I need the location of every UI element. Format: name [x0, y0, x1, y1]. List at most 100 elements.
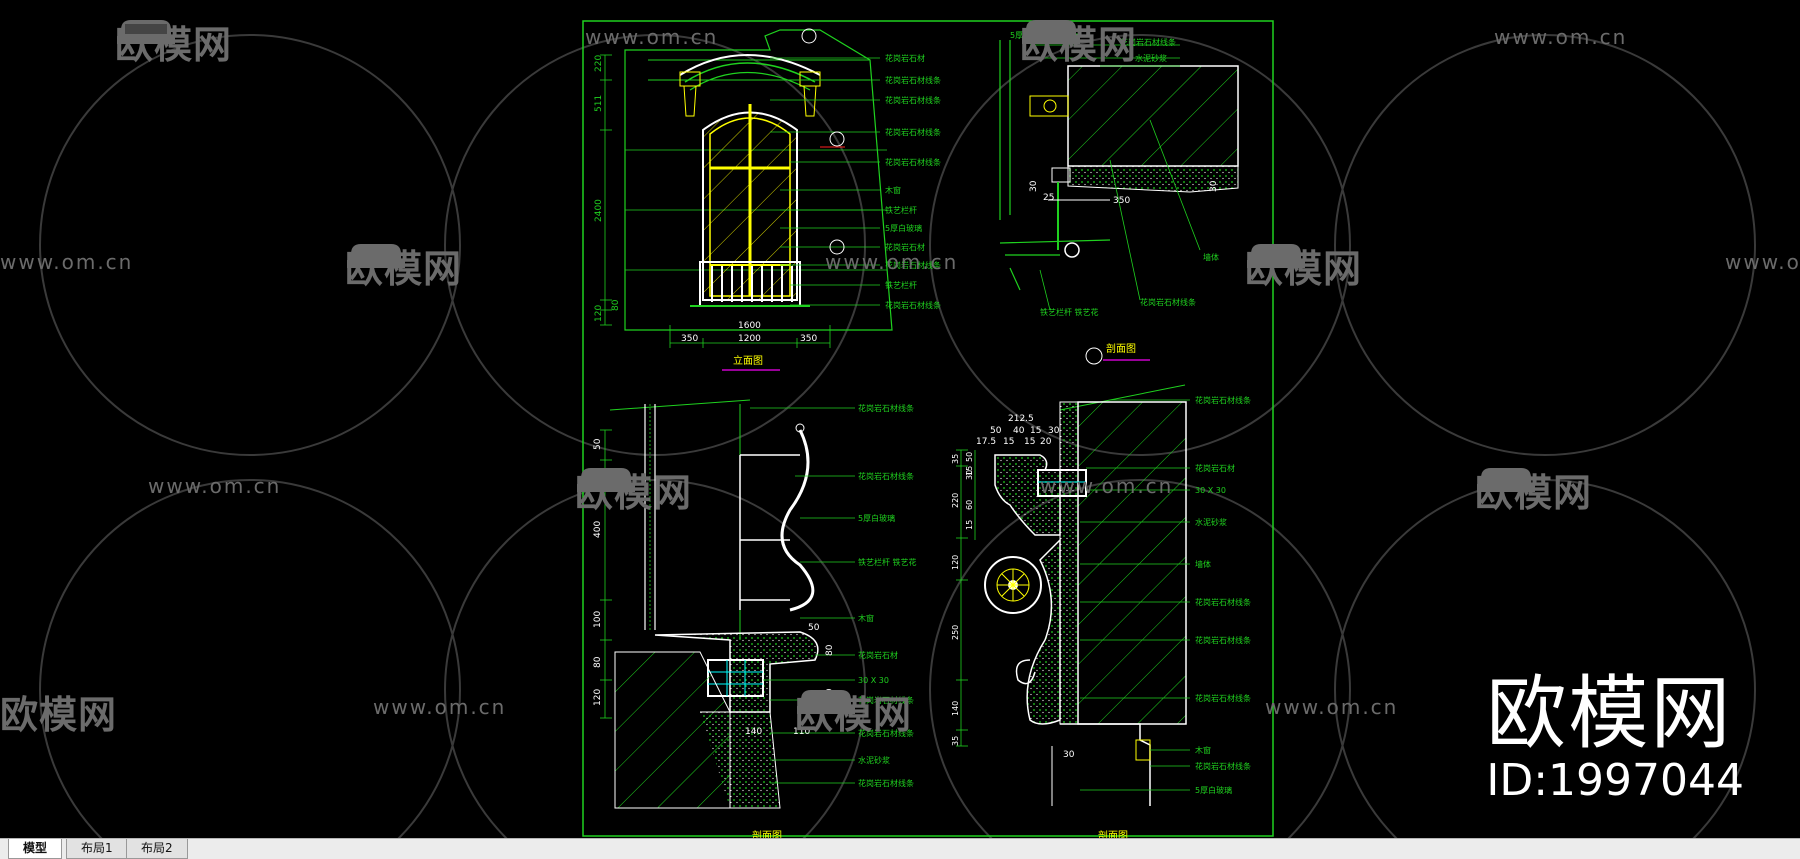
- svg-text:花岗岩石材: 花岗岩石材: [858, 650, 898, 660]
- svg-text:350: 350: [1113, 196, 1130, 206]
- section-c-title: 剖面图: [1098, 829, 1128, 838]
- svg-text:40: 40: [1013, 426, 1025, 436]
- svg-text:花岗岩石材线条: 花岗岩石材线条: [858, 403, 914, 413]
- svg-text:花岗岩石材: 花岗岩石材: [885, 242, 925, 252]
- svg-text:花岗岩石材线条: 花岗岩石材线条: [885, 127, 941, 137]
- svg-text:120: 120: [951, 555, 960, 570]
- svg-text:木窗: 木窗: [885, 185, 901, 195]
- svg-text:花岗岩石材线条: 花岗岩石材线条: [885, 300, 941, 310]
- svg-text:30: 30: [1029, 180, 1039, 192]
- drawing-frame: [582, 20, 1274, 837]
- tab-model[interactable]: 模型: [8, 839, 63, 859]
- svg-text:20: 20: [825, 688, 835, 700]
- svg-text:铁艺栏杆 铁艺花: 铁艺栏杆 铁艺花: [1040, 307, 1099, 317]
- svg-text:花岗岩石材线条: 花岗岩石材线条: [1195, 395, 1251, 405]
- svg-text:花岗岩石材线条: 花岗岩石材线条: [858, 471, 914, 481]
- svg-text:花岗岩石材线条: 花岗岩石材线条: [858, 778, 914, 788]
- svg-text:250: 250: [951, 625, 960, 640]
- svg-text:35: 35: [951, 736, 960, 746]
- svg-text:25: 25: [1043, 193, 1054, 203]
- svg-text:100: 100: [593, 611, 603, 628]
- svg-text:铁艺栏杆: 铁艺栏杆: [885, 280, 917, 290]
- svg-text:50: 50: [593, 438, 603, 450]
- section-marker-icon: [801, 28, 845, 255]
- svg-text:350: 350: [681, 334, 698, 344]
- svg-text:50: 50: [965, 452, 974, 462]
- svg-text:花岗岩石材线条: 花岗岩石材线条: [1195, 635, 1251, 645]
- svg-text:木窗: 木窗: [858, 613, 874, 623]
- svg-text:木窗: 木窗: [1195, 745, 1211, 755]
- svg-text:水泥砂浆: 水泥砂浆: [1195, 517, 1227, 527]
- svg-text:511: 511: [594, 95, 604, 112]
- svg-text:80: 80: [593, 656, 603, 668]
- section-top-right: 5厚白玻璃木窗 花岗岩石材线条水泥砂浆 墙体花岗岩石材线条 铁艺栏杆 铁艺花 3…: [999, 30, 1239, 365]
- tab-layout-1[interactable]: 布局1: [66, 839, 128, 859]
- svg-text:15: 15: [1030, 426, 1041, 436]
- svg-text:60: 60: [965, 500, 974, 510]
- svg-text:2400: 2400: [594, 199, 604, 222]
- svg-text:5厚白玻璃: 5厚白玻璃: [1195, 785, 1232, 795]
- cad-drawing-canvas[interactable]: 花岗岩石材花岗岩石材线条 花岗岩石材线条花岗岩石材线条 花岗岩石材线条木窗 铁艺…: [0, 0, 1800, 838]
- svg-text:17.5: 17.5: [976, 437, 996, 447]
- svg-text:花岗岩石材线条: 花岗岩石材线条: [885, 157, 941, 167]
- svg-text:212.5: 212.5: [1008, 414, 1034, 424]
- svg-text:30: 30: [1063, 750, 1075, 760]
- svg-text:花岗岩石材: 花岗岩石材: [885, 53, 925, 63]
- svg-text:木窗: 木窗: [1065, 32, 1081, 42]
- svg-text:花岗岩石材线条: 花岗岩石材线条: [1140, 297, 1196, 307]
- svg-text:15: 15: [1024, 437, 1035, 447]
- svg-text:铁艺栏杆 铁艺花: 铁艺栏杆 铁艺花: [858, 557, 917, 567]
- svg-text:1200: 1200: [738, 334, 761, 344]
- svg-text:30 X 30: 30 X 30: [1195, 486, 1226, 495]
- section-a-title: 剖面图: [1106, 342, 1136, 355]
- elevation-title: 立面图: [733, 354, 763, 367]
- svg-text:120: 120: [593, 689, 603, 706]
- svg-text:花岗岩石材线条: 花岗岩石材线条: [885, 75, 941, 85]
- tab-layout-2[interactable]: 布局2: [126, 839, 188, 859]
- svg-text:350: 350: [800, 334, 817, 344]
- model-id: ID:1997044: [1486, 755, 1744, 806]
- svg-text:花岗岩石材线条: 花岗岩石材线条: [885, 260, 941, 270]
- svg-text:35: 35: [951, 454, 960, 464]
- section-marker-icon: [1085, 347, 1103, 365]
- svg-text:花岗岩石材: 花岗岩石材: [1195, 463, 1235, 473]
- svg-text:花岗岩石材线条: 花岗岩石材线条: [1195, 761, 1251, 771]
- svg-text:30 X 30: 30 X 30: [858, 676, 889, 685]
- section-b-title: 剖面图: [752, 829, 782, 838]
- layout-tab-bar: 模型 布局1 布局2: [0, 838, 1800, 859]
- svg-text:30: 30: [965, 470, 974, 480]
- svg-text:30: 30: [1048, 426, 1060, 436]
- svg-text:400: 400: [593, 521, 603, 538]
- svg-text:50: 50: [990, 426, 1002, 436]
- svg-text:花岗岩石材线条: 花岗岩石材线条: [1195, 693, 1251, 703]
- svg-text:1600: 1600: [738, 321, 761, 331]
- svg-text:15: 15: [965, 466, 974, 476]
- svg-text:花岗岩石材线条: 花岗岩石材线条: [885, 95, 941, 105]
- svg-text:5厚白玻璃: 5厚白玻璃: [858, 513, 895, 523]
- svg-text:铁艺栏杆: 铁艺栏杆: [885, 205, 917, 215]
- svg-text:120: 120: [594, 305, 604, 322]
- svg-text:30: 30: [1209, 180, 1219, 192]
- svg-text:花岗岩石材线条: 花岗岩石材线条: [1195, 597, 1251, 607]
- svg-text:15: 15: [1003, 437, 1014, 447]
- svg-text:20: 20: [1040, 437, 1052, 447]
- svg-text:花岗岩石材线条: 花岗岩石材线条: [858, 728, 914, 738]
- brand-overlay: 欧模网 ID:1997044: [1486, 672, 1744, 806]
- svg-text:140: 140: [745, 727, 762, 737]
- svg-text:水泥砂浆: 水泥砂浆: [858, 755, 890, 765]
- svg-text:墙体: 墙体: [1195, 559, 1211, 569]
- svg-text:水泥砂浆: 水泥砂浆: [1135, 53, 1167, 63]
- svg-text:80: 80: [825, 644, 835, 656]
- svg-text:80: 80: [611, 299, 621, 311]
- svg-text:5厚白玻璃: 5厚白玻璃: [1010, 30, 1047, 40]
- svg-text:花岗岩石材线条: 花岗岩石材线条: [1120, 37, 1176, 47]
- svg-text:墙体: 墙体: [1203, 252, 1219, 262]
- svg-text:220: 220: [951, 493, 960, 508]
- brand-name: 欧模网: [1486, 667, 1733, 760]
- svg-text:5厚白玻璃: 5厚白玻璃: [885, 223, 922, 233]
- svg-text:140: 140: [951, 701, 960, 716]
- svg-text:220: 220: [594, 55, 604, 72]
